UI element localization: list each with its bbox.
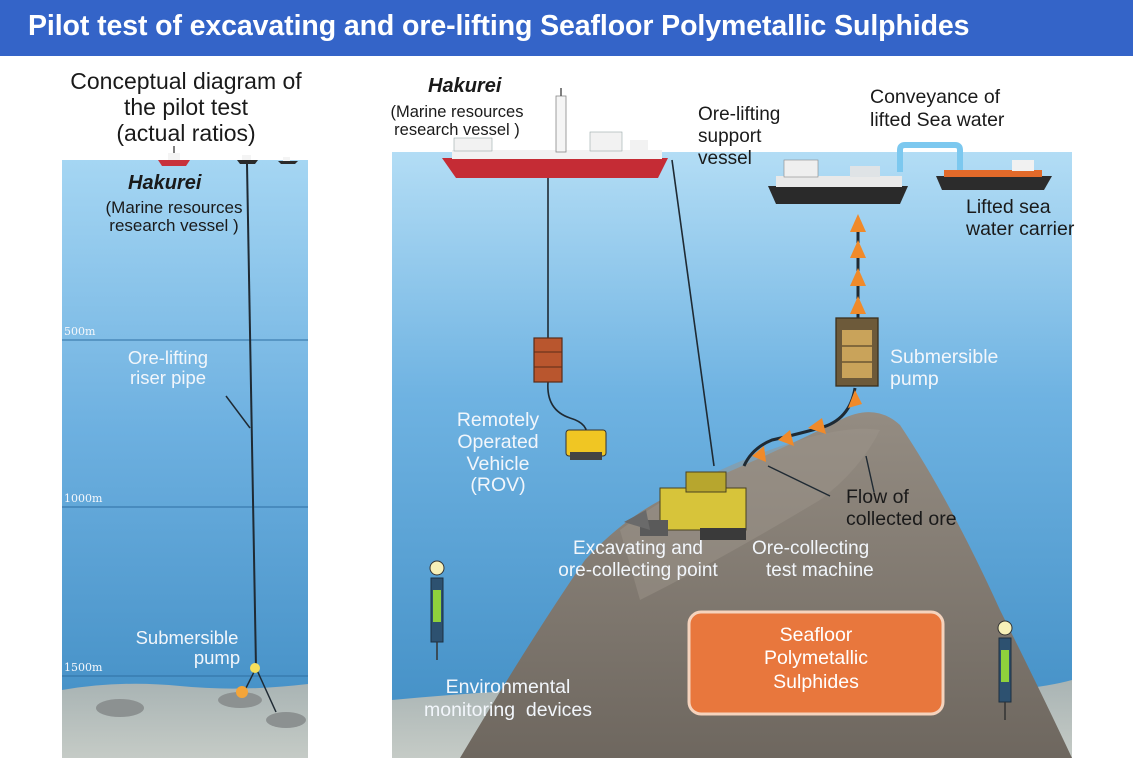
depth-label-500: 500m — [64, 325, 96, 338]
left-heading-line-3: (actual ratios) — [116, 119, 256, 146]
left-panel: 500m 1000m 1500m — [62, 146, 308, 758]
flow-arrow-icon — [808, 418, 826, 434]
conveyance-label: Conveyance of lifted Sea water — [870, 86, 1004, 133]
right-pump-line-2: pump — [890, 368, 939, 391]
left-heading: Conceptual diagram of the pilot test (ac… — [38, 68, 334, 146]
left-heading-line-1: Conceptual diagram of — [70, 68, 302, 94]
flow-pointer — [767, 465, 831, 497]
left-pump-line-2: pump — [193, 646, 241, 668]
flow-pointer — [865, 455, 875, 493]
rov-launcher-icon — [533, 337, 563, 383]
rock — [218, 692, 262, 708]
riser-line — [671, 159, 715, 467]
right-pump-label: Submersible pump — [890, 346, 998, 391]
left-riser-line-2: riser pipe — [129, 366, 207, 388]
riser-tail — [255, 667, 277, 713]
carrier-line-2: water carrier — [966, 218, 1075, 241]
left-heading-line-2: the pilot test — [123, 93, 249, 120]
env-devices-label: Environmental monitoring devices — [390, 676, 626, 722]
rov-icon — [565, 429, 607, 460]
test-machine-line-2: test machine — [766, 559, 874, 581]
left-pump-line-1: Submersible — [135, 627, 239, 648]
excavating-line-2: ore-collecting point — [558, 559, 718, 581]
small-vessel-icon — [158, 146, 190, 166]
left-riser-label: Ore-lifting riser pipe — [110, 348, 226, 388]
submersible-pump-icon — [835, 317, 879, 387]
flow-arrow-icon — [848, 390, 862, 408]
flow-line-1: Flow of — [846, 486, 909, 508]
rock — [266, 712, 306, 728]
rock — [96, 699, 144, 717]
collector-marker — [236, 686, 248, 698]
rov-line-4: (ROV) — [470, 474, 526, 497]
page-title: Pilot test of excavating and ore-lifting… — [28, 10, 970, 42]
right-vessel-desc-line-1: (Marine resources — [390, 103, 524, 121]
left-vessel-desc-line-2: research vessel ) — [109, 216, 239, 236]
up-arrow-icon — [850, 214, 866, 232]
up-arrow-icon — [850, 240, 866, 258]
left-vessel-desc-line-1: (Marine resources — [105, 198, 243, 217]
right-vessel-desc-line-2: research vessel ) — [394, 120, 520, 139]
right-vessel-name: Hakurei — [428, 75, 502, 97]
rov-label: Remotely Operated Vehicle (ROV) — [438, 409, 558, 497]
right-panel — [392, 88, 1072, 758]
env-devices-line-2: monitoring devices — [424, 699, 592, 721]
left-sea — [62, 160, 308, 758]
right-pump-line-1: Submersible — [890, 346, 999, 368]
support-vessel-icon — [768, 159, 908, 204]
excavating-point-label: Excavating and ore-collecting point — [538, 538, 738, 582]
monitoring-device-icon — [429, 560, 445, 660]
left-pump-label: Submersible pump — [112, 628, 262, 668]
conveyance-pipe — [897, 142, 963, 172]
support-vessel-line-3: vessel — [698, 147, 752, 169]
depth-label-1000: 1000m — [64, 492, 103, 505]
small-vessel-icon — [237, 155, 258, 164]
rov-line-1: Remotely — [456, 409, 540, 431]
carrier-label: Lifted sea water carrier — [966, 196, 1074, 241]
up-arrow-icon — [850, 296, 866, 314]
env-devices-line-1: Environmental — [445, 676, 571, 698]
sulphides-label: Seafloor Polymetallic Sulphides — [689, 624, 943, 694]
test-machine-label: Ore-collecting test machine — [752, 538, 874, 582]
sulphides-line-1: Seafloor — [779, 624, 853, 646]
mountain-ridge — [620, 428, 880, 600]
depth-label-1500: 1500m — [64, 661, 103, 674]
right-vessel-desc: (Marine resources research vessel ) — [362, 103, 552, 140]
conveyance-line-1: Conveyance of — [870, 86, 1001, 108]
left-vessel-name: Hakurei — [128, 172, 202, 194]
carrier-vessel-icon — [936, 160, 1052, 190]
small-vessel-icon — [278, 157, 298, 164]
sulphides-line-3: Sulphides — [773, 670, 859, 693]
support-vessel-line-1: Ore-lifting — [698, 104, 781, 125]
title-bar: Pilot test of excavating and ore-lifting… — [0, 0, 1133, 56]
sulphides-box — [687, 610, 945, 716]
monitoring-device-icon — [997, 620, 1013, 720]
sulphides-line-2: Polymetallic — [763, 647, 869, 670]
carrier-line-1: Lifted sea — [966, 196, 1051, 218]
rov-line-3: Vehicle — [466, 452, 530, 475]
pump-marker — [250, 663, 260, 673]
up-arrow-icon — [850, 268, 866, 286]
flexible-hose — [742, 387, 857, 467]
flow-arrow-icon — [778, 430, 794, 446]
support-vessel-line-2: support — [698, 125, 762, 147]
riser-pipe — [246, 163, 257, 669]
excavating-line-1: Excavating and — [573, 538, 703, 559]
flow-label: Flow of collected ore — [846, 486, 957, 531]
ore-collecting-machine-icon — [624, 471, 747, 540]
support-vessel-label: Ore-lifting support vessel — [698, 104, 780, 170]
test-machine-line-1: Ore-collecting — [752, 538, 870, 559]
left-riser-line-1: Ore-lifting — [127, 347, 209, 368]
hakurei-vessel-icon — [442, 88, 668, 178]
conveyance-line-2: lifted Sea water — [870, 109, 1005, 132]
rov-line-2: Operated — [457, 430, 539, 453]
flow-arrow-icon — [752, 446, 766, 462]
riser-pointer — [225, 395, 251, 429]
flow-line-2: collected ore — [846, 508, 957, 531]
left-vessel-desc: (Marine resources research vessel ) — [74, 198, 274, 236]
